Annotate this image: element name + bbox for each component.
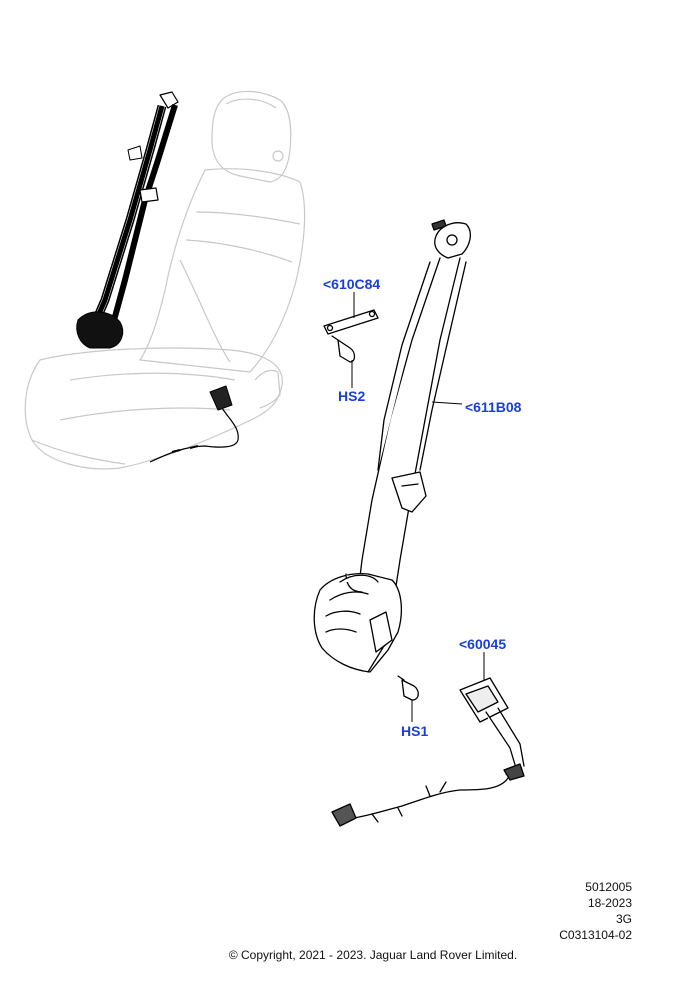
installed-belt <box>76 91 239 463</box>
reference-date: 18-2023 <box>587 896 632 910</box>
callout-60045[interactable]: <60045 <box>459 636 507 652</box>
reference-code: 3G <box>615 912 632 926</box>
illustration-id: C0313104-02 <box>559 928 632 942</box>
copyright-notice: © Copyright, 2021 - 2023. Jaguar Land Ro… <box>228 948 518 962</box>
callout-hs1[interactable]: HS1 <box>401 723 429 739</box>
reference-number: 5012005 <box>585 880 632 894</box>
seat-belt-assembly <box>313 219 525 827</box>
callout-611b08[interactable]: <611B08 <box>465 399 522 415</box>
leader-lines <box>351 292 485 722</box>
callout-610c84[interactable]: <610C84 <box>323 276 381 292</box>
callout-hs2[interactable]: HS2 <box>338 388 366 404</box>
seat-illustration <box>24 90 306 470</box>
